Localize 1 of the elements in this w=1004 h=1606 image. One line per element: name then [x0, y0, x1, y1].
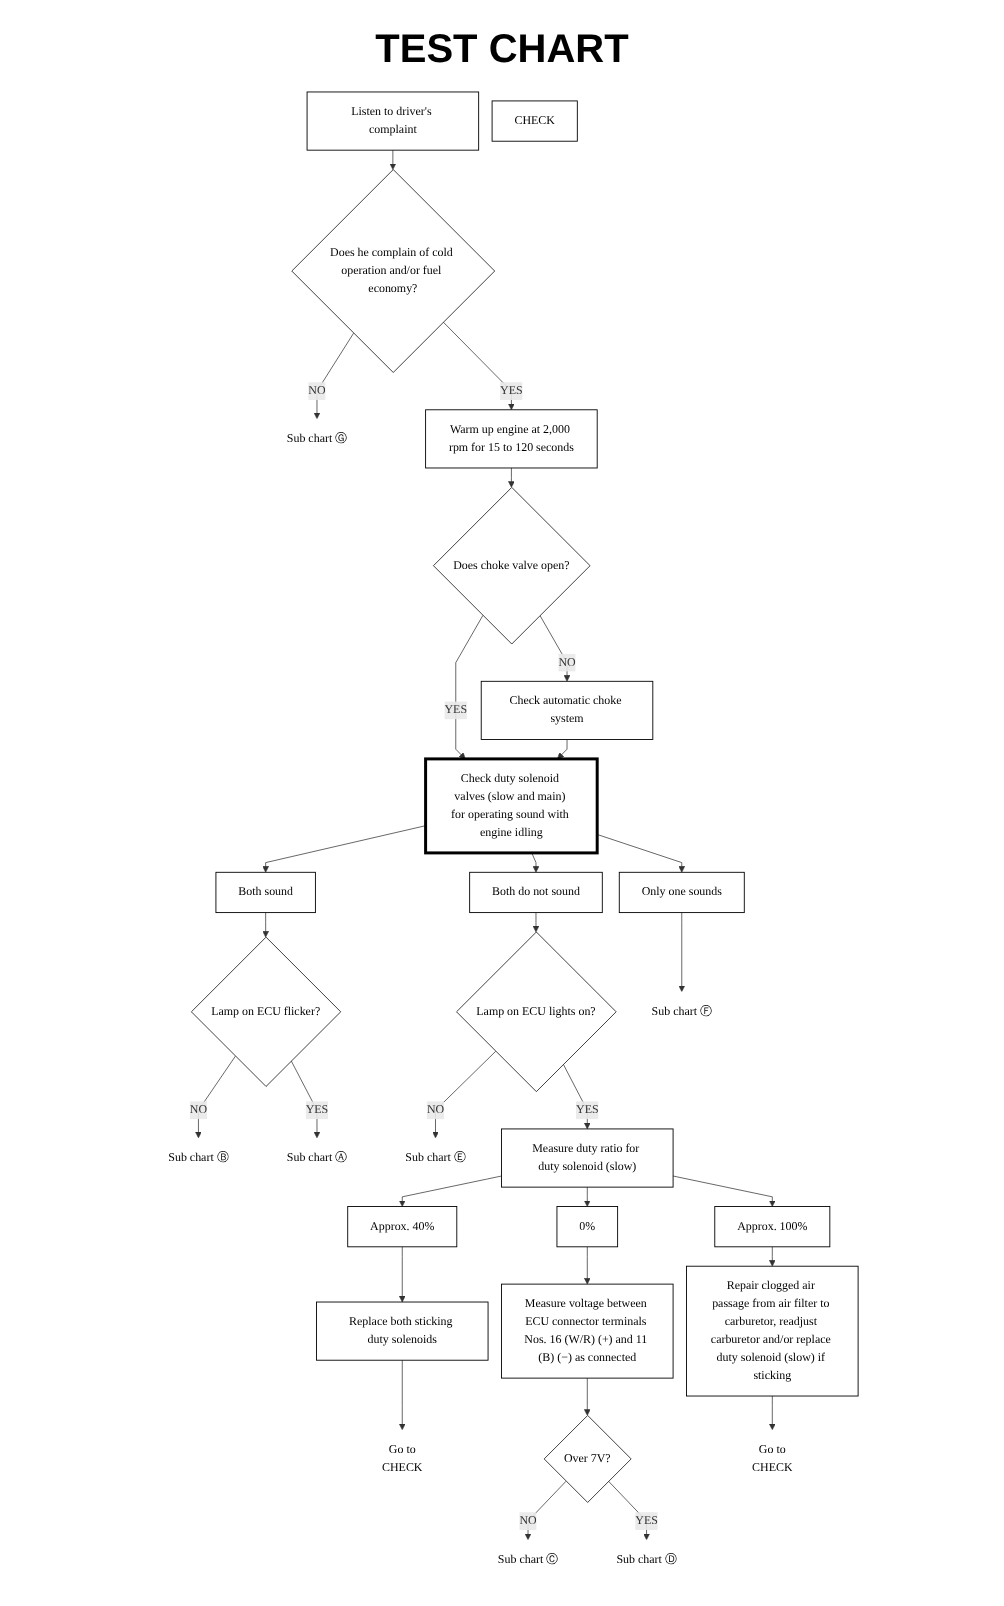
chart-title: TEST CHART [373, 28, 631, 74]
